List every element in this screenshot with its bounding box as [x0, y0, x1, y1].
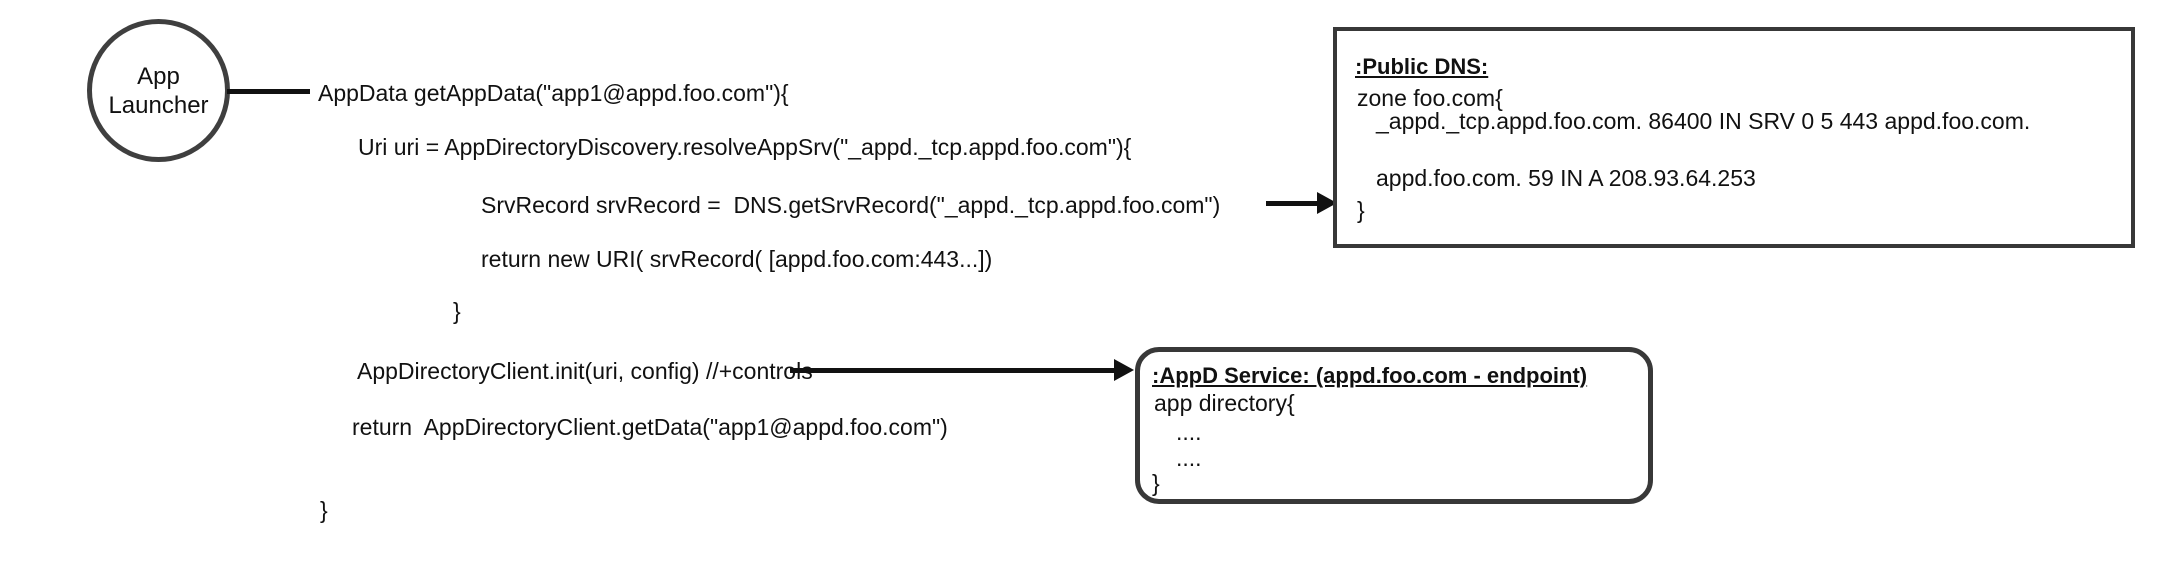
appd-dots-line-2: .... [1176, 445, 1202, 471]
public-dns-box: :Public DNS: zone foo.com{ _appd._tcp.ap… [1333, 27, 2135, 248]
app-launcher-label: App Launcher [108, 62, 209, 119]
appd-directory-line: app directory{ [1154, 390, 1295, 416]
appd-service-title: :AppD Service: (appd.foo.com - endpoint) [1152, 363, 1588, 388]
srv-lookup-arrowhead-icon [1317, 192, 1337, 214]
dns-close-brace: } [1357, 197, 1365, 223]
actor-connector-line [227, 89, 310, 94]
code-line-inner-close-brace: } [453, 298, 461, 324]
dns-srv-record-line: _appd._tcp.appd.foo.com. 86400 IN SRV 0 … [1376, 108, 2031, 134]
code-line-return-new-uri: return new URI( srvRecord( [appd.foo.com… [481, 246, 993, 272]
appd-dots-line-1: .... [1176, 419, 1202, 445]
code-line-getsrvrecord: SrvRecord srvRecord = DNS.getSrvRecord("… [481, 192, 1221, 218]
init-call-arrowhead-icon [1114, 359, 1134, 381]
dns-zone-line: zone foo.com{ [1357, 85, 1503, 111]
code-line-return-getdata: return AppDirectoryClient.getData("app1@… [352, 414, 948, 440]
appd-close-brace: } [1152, 470, 1160, 496]
code-line-getappdata: AppData getAppData("app1@appd.foo.com"){ [318, 80, 789, 106]
code-line-outer-close-brace: } [320, 497, 328, 523]
code-line-client-init: AppDirectoryClient.init(uri, config) //+… [357, 358, 813, 384]
public-dns-title: :Public DNS: [1355, 54, 1489, 79]
code-line-resolveappsrv: Uri uri = AppDirectoryDiscovery.resolveA… [358, 134, 1132, 160]
init-call-arrow [790, 368, 1116, 373]
appd-service-box: :AppD Service: (appd.foo.com - endpoint)… [1135, 347, 1653, 504]
dns-a-record-line: appd.foo.com. 59 IN A 208.93.64.253 [1376, 165, 1756, 191]
app-launcher-node: App Launcher [87, 19, 230, 162]
srv-lookup-arrow [1266, 201, 1318, 206]
